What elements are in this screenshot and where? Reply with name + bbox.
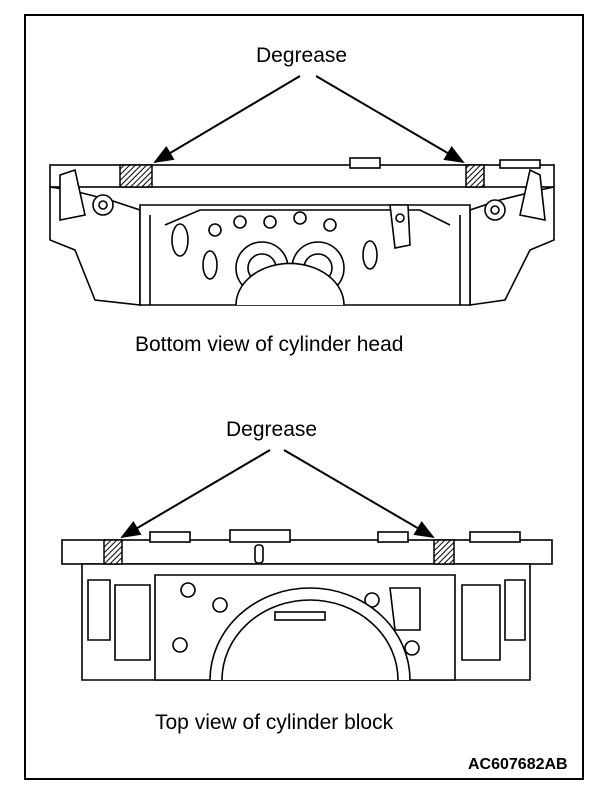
callout-arrow-right <box>283 449 435 539</box>
degrease-zone-left <box>119 164 153 188</box>
callout-arrow-left <box>120 449 271 539</box>
cylinder-block-caption: Top view of cylinder block <box>155 711 394 734</box>
cylinder-block-drawing <box>61 529 553 681</box>
callout-arrow-right <box>315 75 465 164</box>
callout-arrow-left <box>153 75 301 164</box>
degrease-callout-top: Degrease <box>256 44 348 67</box>
cylinder-head-caption: Bottom view of cylinder head <box>135 333 404 356</box>
degrease-zone-right <box>433 539 455 565</box>
figure-frame <box>24 14 584 780</box>
degrease-zone-right <box>465 164 485 188</box>
cylinder-head-drawing <box>49 157 555 306</box>
degrease-callout-bottom: Degrease <box>226 418 318 441</box>
degrease-zone-left <box>103 539 123 565</box>
figure-code: AC607682AB <box>468 756 568 773</box>
